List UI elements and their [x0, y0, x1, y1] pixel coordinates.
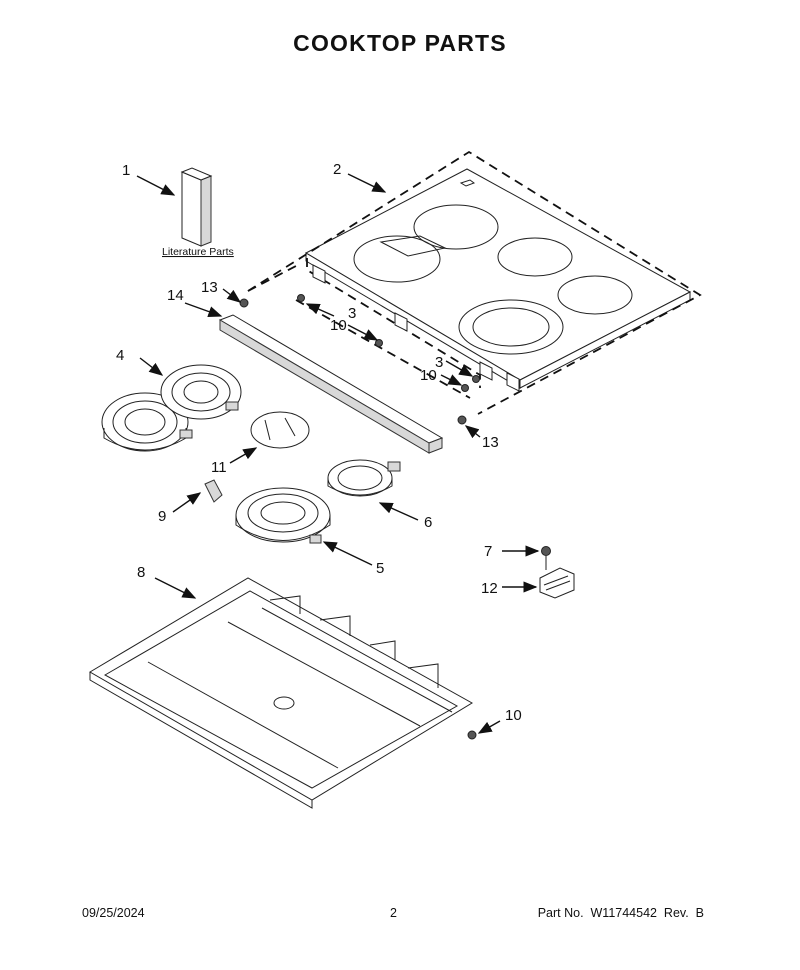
page-title: COOKTOP PARTS [293, 30, 507, 56]
callout-13b: 13 [482, 434, 499, 451]
assembly-outline-top [247, 150, 702, 415]
assembly-outline-lower [247, 265, 471, 399]
callout-11: 11 [211, 459, 227, 476]
assembly-outline-left [306, 258, 481, 388]
callout-4: 4 [116, 347, 124, 364]
element-support-plate[interactable] [250, 411, 310, 449]
front-trim-bar[interactable] [218, 314, 444, 454]
callout-5: 5 [376, 560, 384, 577]
element-bracket[interactable] [204, 479, 223, 503]
literature-parts-booklet[interactable] [180, 167, 213, 247]
dual-radiant-element[interactable] [101, 364, 242, 452]
footer-date: 09/25/2024 [82, 906, 145, 920]
base-screw[interactable] [467, 730, 477, 740]
footer-page-number: 2 [390, 906, 397, 920]
callout-10b: 10 [420, 367, 437, 384]
callout-3a: 3 [348, 305, 356, 322]
large-radiant-element[interactable] [235, 487, 331, 544]
callout-1: 1 [122, 162, 130, 179]
callout-10c: 10 [505, 707, 522, 724]
burner-box-base[interactable] [89, 577, 473, 809]
callout-13a: 13 [201, 279, 218, 296]
literature-parts-label: Literature Parts [162, 246, 234, 258]
cooktop-mounting-brackets[interactable] [312, 264, 520, 392]
callout-9: 9 [158, 508, 166, 525]
callout-14: 14 [167, 287, 184, 304]
callout-12: 12 [481, 580, 498, 597]
callout-2: 2 [333, 161, 341, 178]
callout-6: 6 [424, 514, 432, 531]
callout-arrows [136, 173, 540, 734]
ground-screw[interactable] [541, 546, 551, 571]
terminal-block[interactable] [539, 567, 575, 599]
footer-part-number: Part No. W11744542 Rev. B [537, 906, 704, 920]
small-radiant-element[interactable] [327, 459, 401, 497]
screws[interactable] [239, 294, 480, 425]
callout-3b: 3 [435, 354, 443, 371]
callout-8: 8 [137, 564, 145, 581]
callout-10a: 10 [330, 317, 347, 334]
callout-7: 7 [484, 543, 492, 560]
cooktop-glass-panel[interactable] [304, 168, 692, 389]
